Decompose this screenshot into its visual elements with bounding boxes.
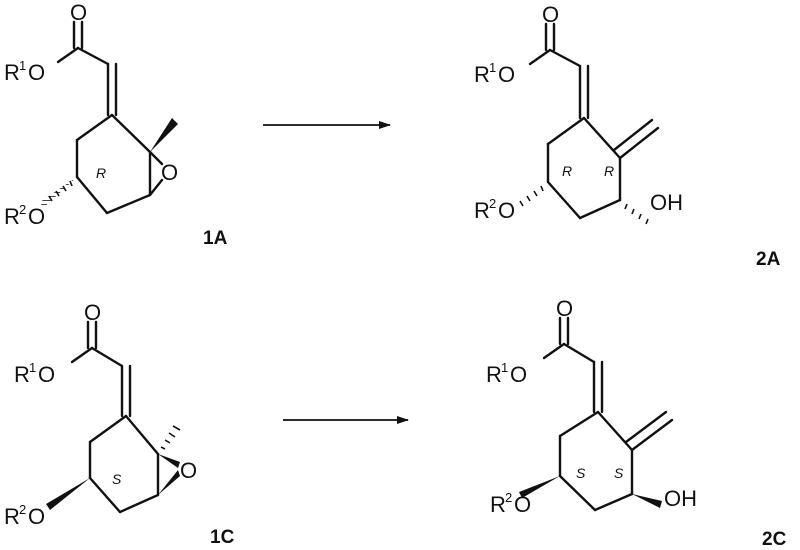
compound-1C: O R 1 O R 2 O O S 1C: [4, 300, 235, 548]
compound-label-2C: 2C: [762, 529, 787, 550]
ester-r-superscript: 1: [29, 360, 36, 375]
compound-label-1C: 1C: [210, 527, 235, 548]
ether-r-group: R: [4, 504, 20, 529]
carbonyl-oxygen: O: [542, 2, 559, 27]
ether-r-group: R: [474, 198, 490, 223]
hash-bond: [48, 180, 73, 202]
compound-label-2A: 2A: [756, 249, 781, 270]
ether-r-superscript: 2: [505, 490, 512, 505]
stereo-descriptor-left: S: [576, 465, 586, 481]
hydroxyl-group: OH: [650, 190, 683, 215]
carbonyl-oxygen: O: [556, 296, 573, 321]
compound-2C: O R 1 O R 2 O OH S S 2C: [486, 296, 787, 550]
ester-r-group: R: [474, 62, 490, 87]
ester-oxygen: O: [498, 62, 515, 87]
ester-r-superscript: 1: [489, 60, 496, 75]
ester-oxygen: O: [38, 362, 55, 387]
ester-oxygen: O: [28, 60, 45, 85]
stereo-descriptor-right: S: [614, 465, 624, 481]
compound-2A: O R 1 O R 2 O OH R R 2A: [474, 2, 781, 270]
ether-oxygen: O: [28, 204, 45, 229]
ester-oxygen: O: [510, 362, 527, 387]
ester-r-group: R: [4, 60, 20, 85]
ether-r-superscript: 2: [19, 202, 26, 217]
ether-r-superscript: 2: [489, 196, 496, 211]
ether-oxygen: O: [514, 492, 531, 517]
compound-1A: O R 1 O R 2 O O R 1A: [4, 0, 228, 249]
ether-r-group: R: [490, 492, 506, 517]
ether-oxygen: O: [28, 504, 45, 529]
ester-r-superscript: 1: [501, 360, 508, 375]
ether-r-superscript: 2: [19, 502, 26, 517]
hydroxyl-group: OH: [664, 486, 697, 511]
stereo-descriptor-left: R: [562, 163, 572, 179]
epoxide-oxygen: O: [180, 458, 197, 483]
ether-r-group: R: [4, 204, 20, 229]
ester-r-superscript: 1: [19, 58, 26, 73]
stereo-descriptor: R: [96, 165, 106, 181]
ester-r-group: R: [14, 362, 30, 387]
compound-label-1A: 1A: [203, 228, 228, 249]
stereo-descriptor: S: [112, 471, 122, 487]
hash-bond: [160, 425, 181, 450]
ether-oxygen: O: [498, 198, 515, 223]
ester-r-group: R: [486, 362, 502, 387]
carbonyl-oxygen: O: [84, 300, 101, 325]
epoxide-oxygen: O: [161, 160, 178, 185]
hash-bond: [624, 203, 649, 225]
hash-bond: [519, 185, 544, 207]
carbonyl-oxygen: O: [70, 0, 87, 25]
stereo-descriptor-right: R: [604, 163, 614, 179]
